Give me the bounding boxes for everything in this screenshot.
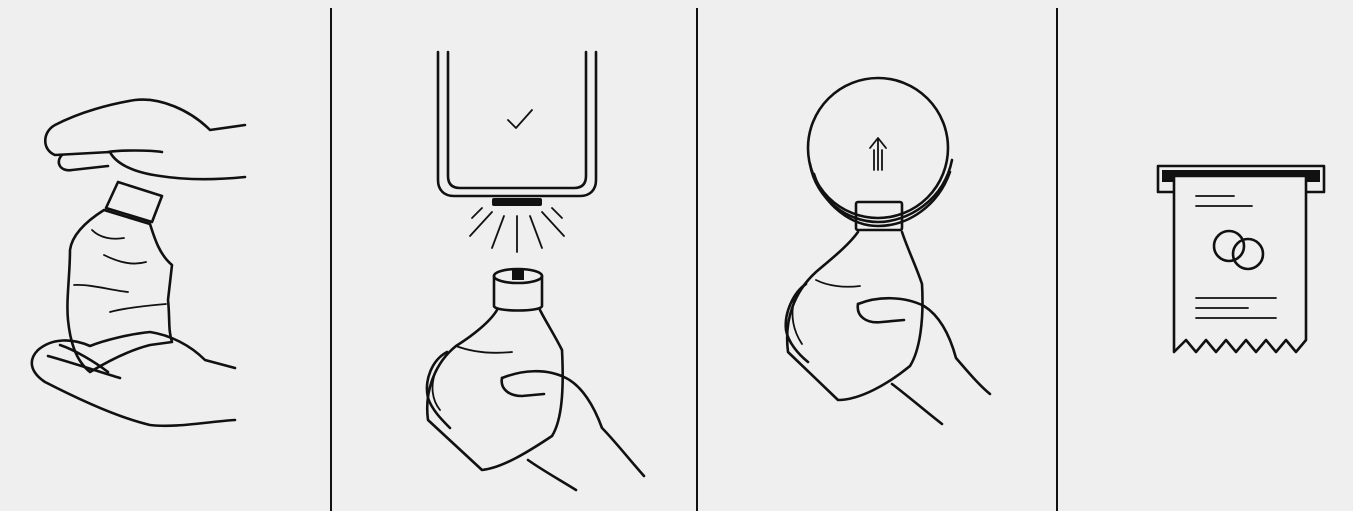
scan-bottle-code-icon <box>332 0 696 511</box>
insert-bottle-slot-icon <box>698 0 1056 511</box>
step-2-panel <box>332 0 696 511</box>
crush-bottle-hands-icon <box>0 0 330 511</box>
step-3-panel <box>698 0 1056 511</box>
step-1-panel <box>0 0 330 511</box>
step-4-panel <box>1058 0 1353 511</box>
receipt-voucher-icon <box>1058 0 1353 511</box>
